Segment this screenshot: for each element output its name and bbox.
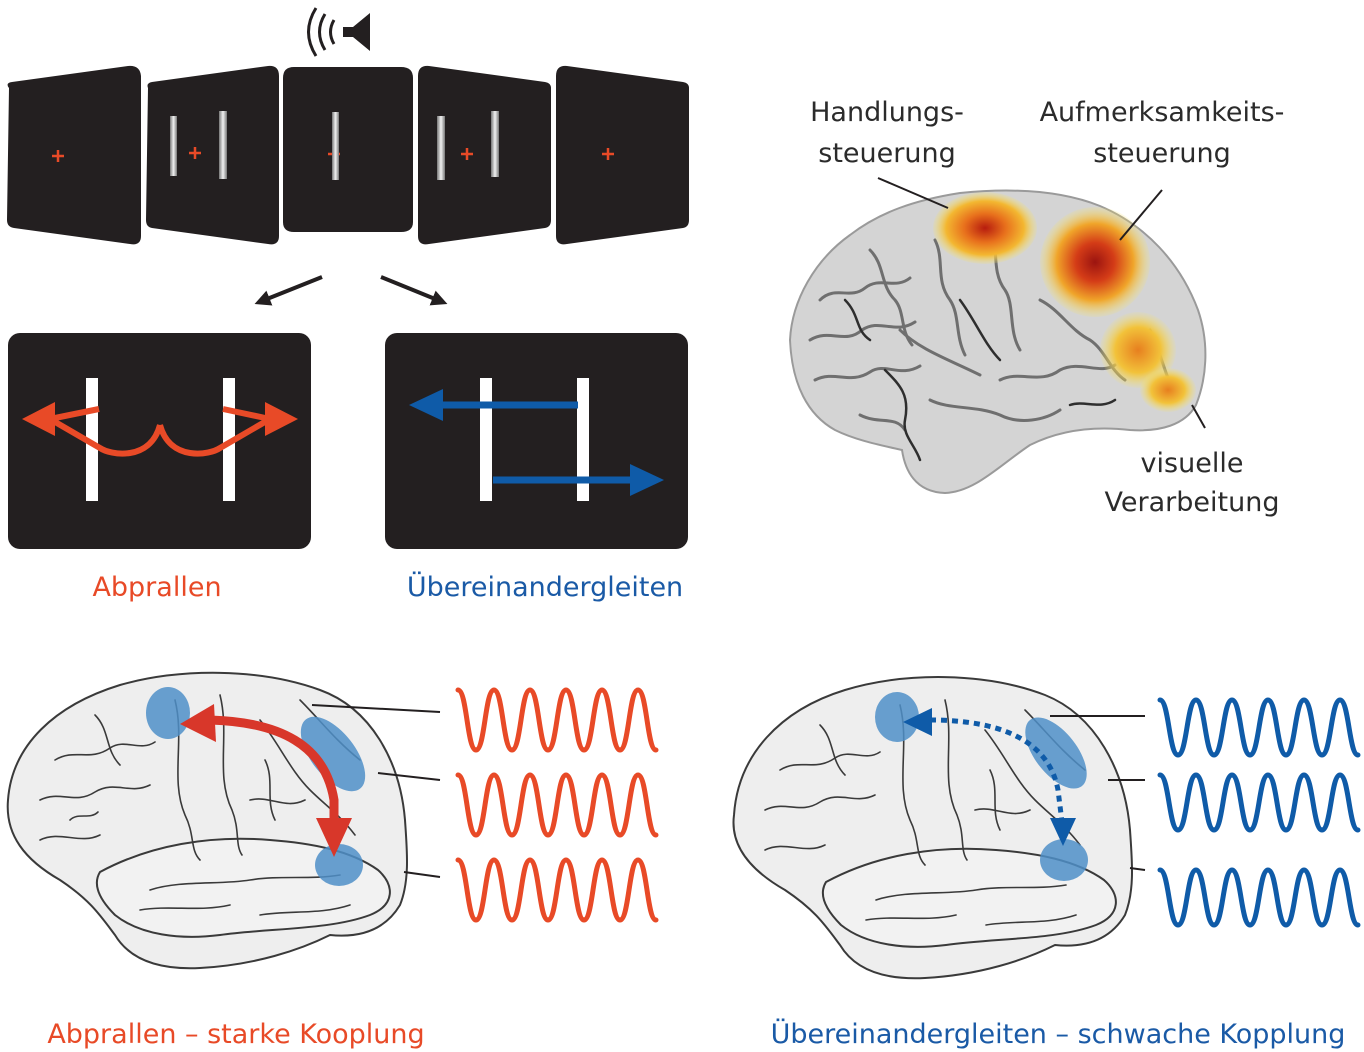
- label-handlung-2: steuerung: [818, 138, 955, 169]
- label-abprallen: Abprallen: [92, 572, 221, 603]
- label-visuell-2: Verarbeitung: [1105, 487, 1280, 518]
- label-handlung-1: Handlungs-: [810, 97, 964, 128]
- strong-coupling-arrow: [180, 704, 352, 857]
- strong-wave-1: [455, 687, 659, 753]
- strong-leader-lines: [311, 704, 441, 878]
- stream-arrow-right: [493, 464, 664, 496]
- label-weak-coupling: Übereinandergleiten – schwache Kopplung: [771, 1018, 1346, 1050]
- label-visuell-1: visuelle: [1141, 448, 1244, 479]
- activation-visual-1: [1100, 312, 1176, 388]
- weak-coupling-arrow: [903, 708, 1076, 846]
- region-temporal-strong: [315, 844, 363, 886]
- speaker-icon: [307, 7, 370, 57]
- stimulus-frame-1: [7, 65, 141, 245]
- weak-oscillations: [1157, 697, 1361, 928]
- brain-strong: [6, 671, 408, 970]
- bounce-panel: [8, 333, 311, 549]
- strong-oscillations: [455, 687, 659, 923]
- strong-wave-2: [455, 772, 659, 838]
- stream-panel: [385, 333, 688, 549]
- activation-action: [933, 192, 1037, 264]
- weak-leader-lines: [1050, 715, 1146, 871]
- strong-wave-3: [455, 857, 659, 923]
- region-temporal-weak: [1040, 839, 1088, 881]
- stimulus-frame-2: [146, 65, 279, 245]
- activation-attention: [1040, 207, 1150, 317]
- region-parietal-weak: [1025, 717, 1087, 789]
- region-parietal-strong: [300, 716, 366, 792]
- branch-arrows: [254, 275, 448, 306]
- stream-arrow-left: [409, 389, 578, 421]
- fmri-sulci-dark: [843, 298, 1117, 462]
- fmri-brain: [788, 189, 1207, 495]
- stimulus-frame-5: [556, 65, 689, 245]
- label-aufmerksam-1: Aufmerksamkeits-: [1040, 97, 1285, 128]
- stimulus-frame-4: [418, 65, 551, 245]
- bounce-arrow-left: [22, 402, 163, 457]
- stimulus-frame-3: [283, 67, 413, 232]
- fmri-leader-lines: [877, 177, 1206, 429]
- stimulus-frames: [7, 65, 689, 245]
- region-frontal-strong: [146, 687, 190, 739]
- label-aufmerksam-2: steuerung: [1093, 138, 1230, 169]
- weak-wave-1: [1157, 697, 1361, 758]
- activation-visual-2: [1140, 368, 1196, 412]
- weak-wave-2: [1157, 772, 1361, 833]
- weak-wave-3: [1157, 867, 1361, 928]
- region-frontal-weak: [875, 692, 919, 742]
- bounce-arrow-right: [157, 402, 298, 457]
- brain-weak: [732, 676, 1133, 980]
- moving-bars: [170, 111, 499, 180]
- label-uebereinander: Übereinandergleiten: [407, 571, 683, 603]
- label-strong-coupling: Abprallen – starke Kooplung: [47, 1019, 424, 1050]
